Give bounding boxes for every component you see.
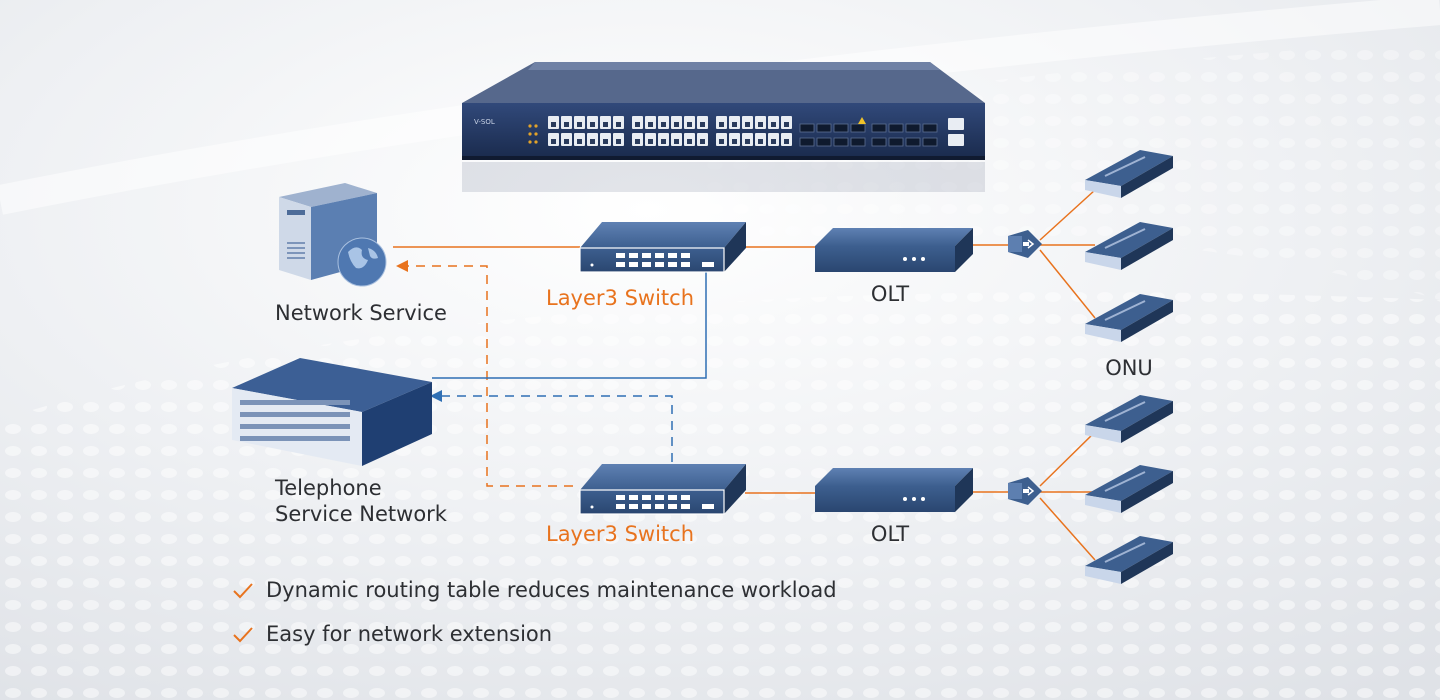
sfp-port [871, 137, 887, 147]
onu-icon [1085, 465, 1173, 513]
sfp-ports [799, 123, 938, 147]
onu-icon [1085, 536, 1173, 584]
sfp-port [833, 137, 849, 147]
onu-icon [1085, 150, 1173, 198]
olt-top [815, 228, 973, 272]
sfp-port [850, 123, 866, 133]
uplink-port [948, 118, 964, 130]
feature-text: Dynamic routing table reduces maintenanc… [266, 578, 837, 602]
onu-label: ONU [1105, 356, 1153, 380]
sfp-port [850, 137, 866, 147]
server-icon [279, 183, 387, 287]
onu-icon [1085, 294, 1173, 342]
layer3-switch-bottom-label: Layer3 Switch [545, 522, 695, 546]
sfp-port [905, 123, 921, 133]
feature-text: Easy for network extension [266, 622, 553, 646]
rack-switch-product-image: V-SOL [462, 62, 985, 192]
layer3-switch-top-label: Layer3 Switch [545, 286, 695, 310]
network-service-label: Network Service [275, 301, 447, 325]
sfp-port [922, 137, 938, 147]
sfp-port [888, 137, 904, 147]
sfp-port [871, 123, 887, 133]
sfp-port [905, 137, 921, 147]
olt-bottom [815, 468, 973, 512]
device-logo: V-SOL [474, 118, 495, 126]
onu-group [1085, 150, 1173, 584]
sfp-port [799, 137, 815, 147]
uplink-port [948, 134, 964, 146]
telephone-label-line2: Service Network [275, 502, 447, 526]
sfp-port [888, 123, 904, 133]
onu-icon [1085, 395, 1173, 443]
sfp-port [922, 123, 938, 133]
onu-icon [1085, 222, 1173, 270]
layer3-switch-top [579, 222, 746, 273]
sfp-port [833, 123, 849, 133]
globe-icon [337, 237, 387, 287]
sfp-port [816, 123, 832, 133]
olt-top-label: OLT [870, 282, 910, 306]
links [393, 189, 1096, 561]
telephone-label-line1: Telephone [275, 476, 382, 500]
rj45-ports [548, 116, 964, 146]
olt-bottom-label: OLT [870, 522, 910, 546]
splitter-icon [1008, 477, 1042, 505]
sfp-port [816, 137, 832, 147]
layer3-switch-bottom [579, 464, 746, 515]
checkmark-icon [233, 583, 253, 599]
checkmark-icon [233, 627, 253, 643]
telephone-service-device [232, 358, 432, 466]
splitter-icon [1008, 230, 1042, 258]
sfp-port [799, 123, 815, 133]
